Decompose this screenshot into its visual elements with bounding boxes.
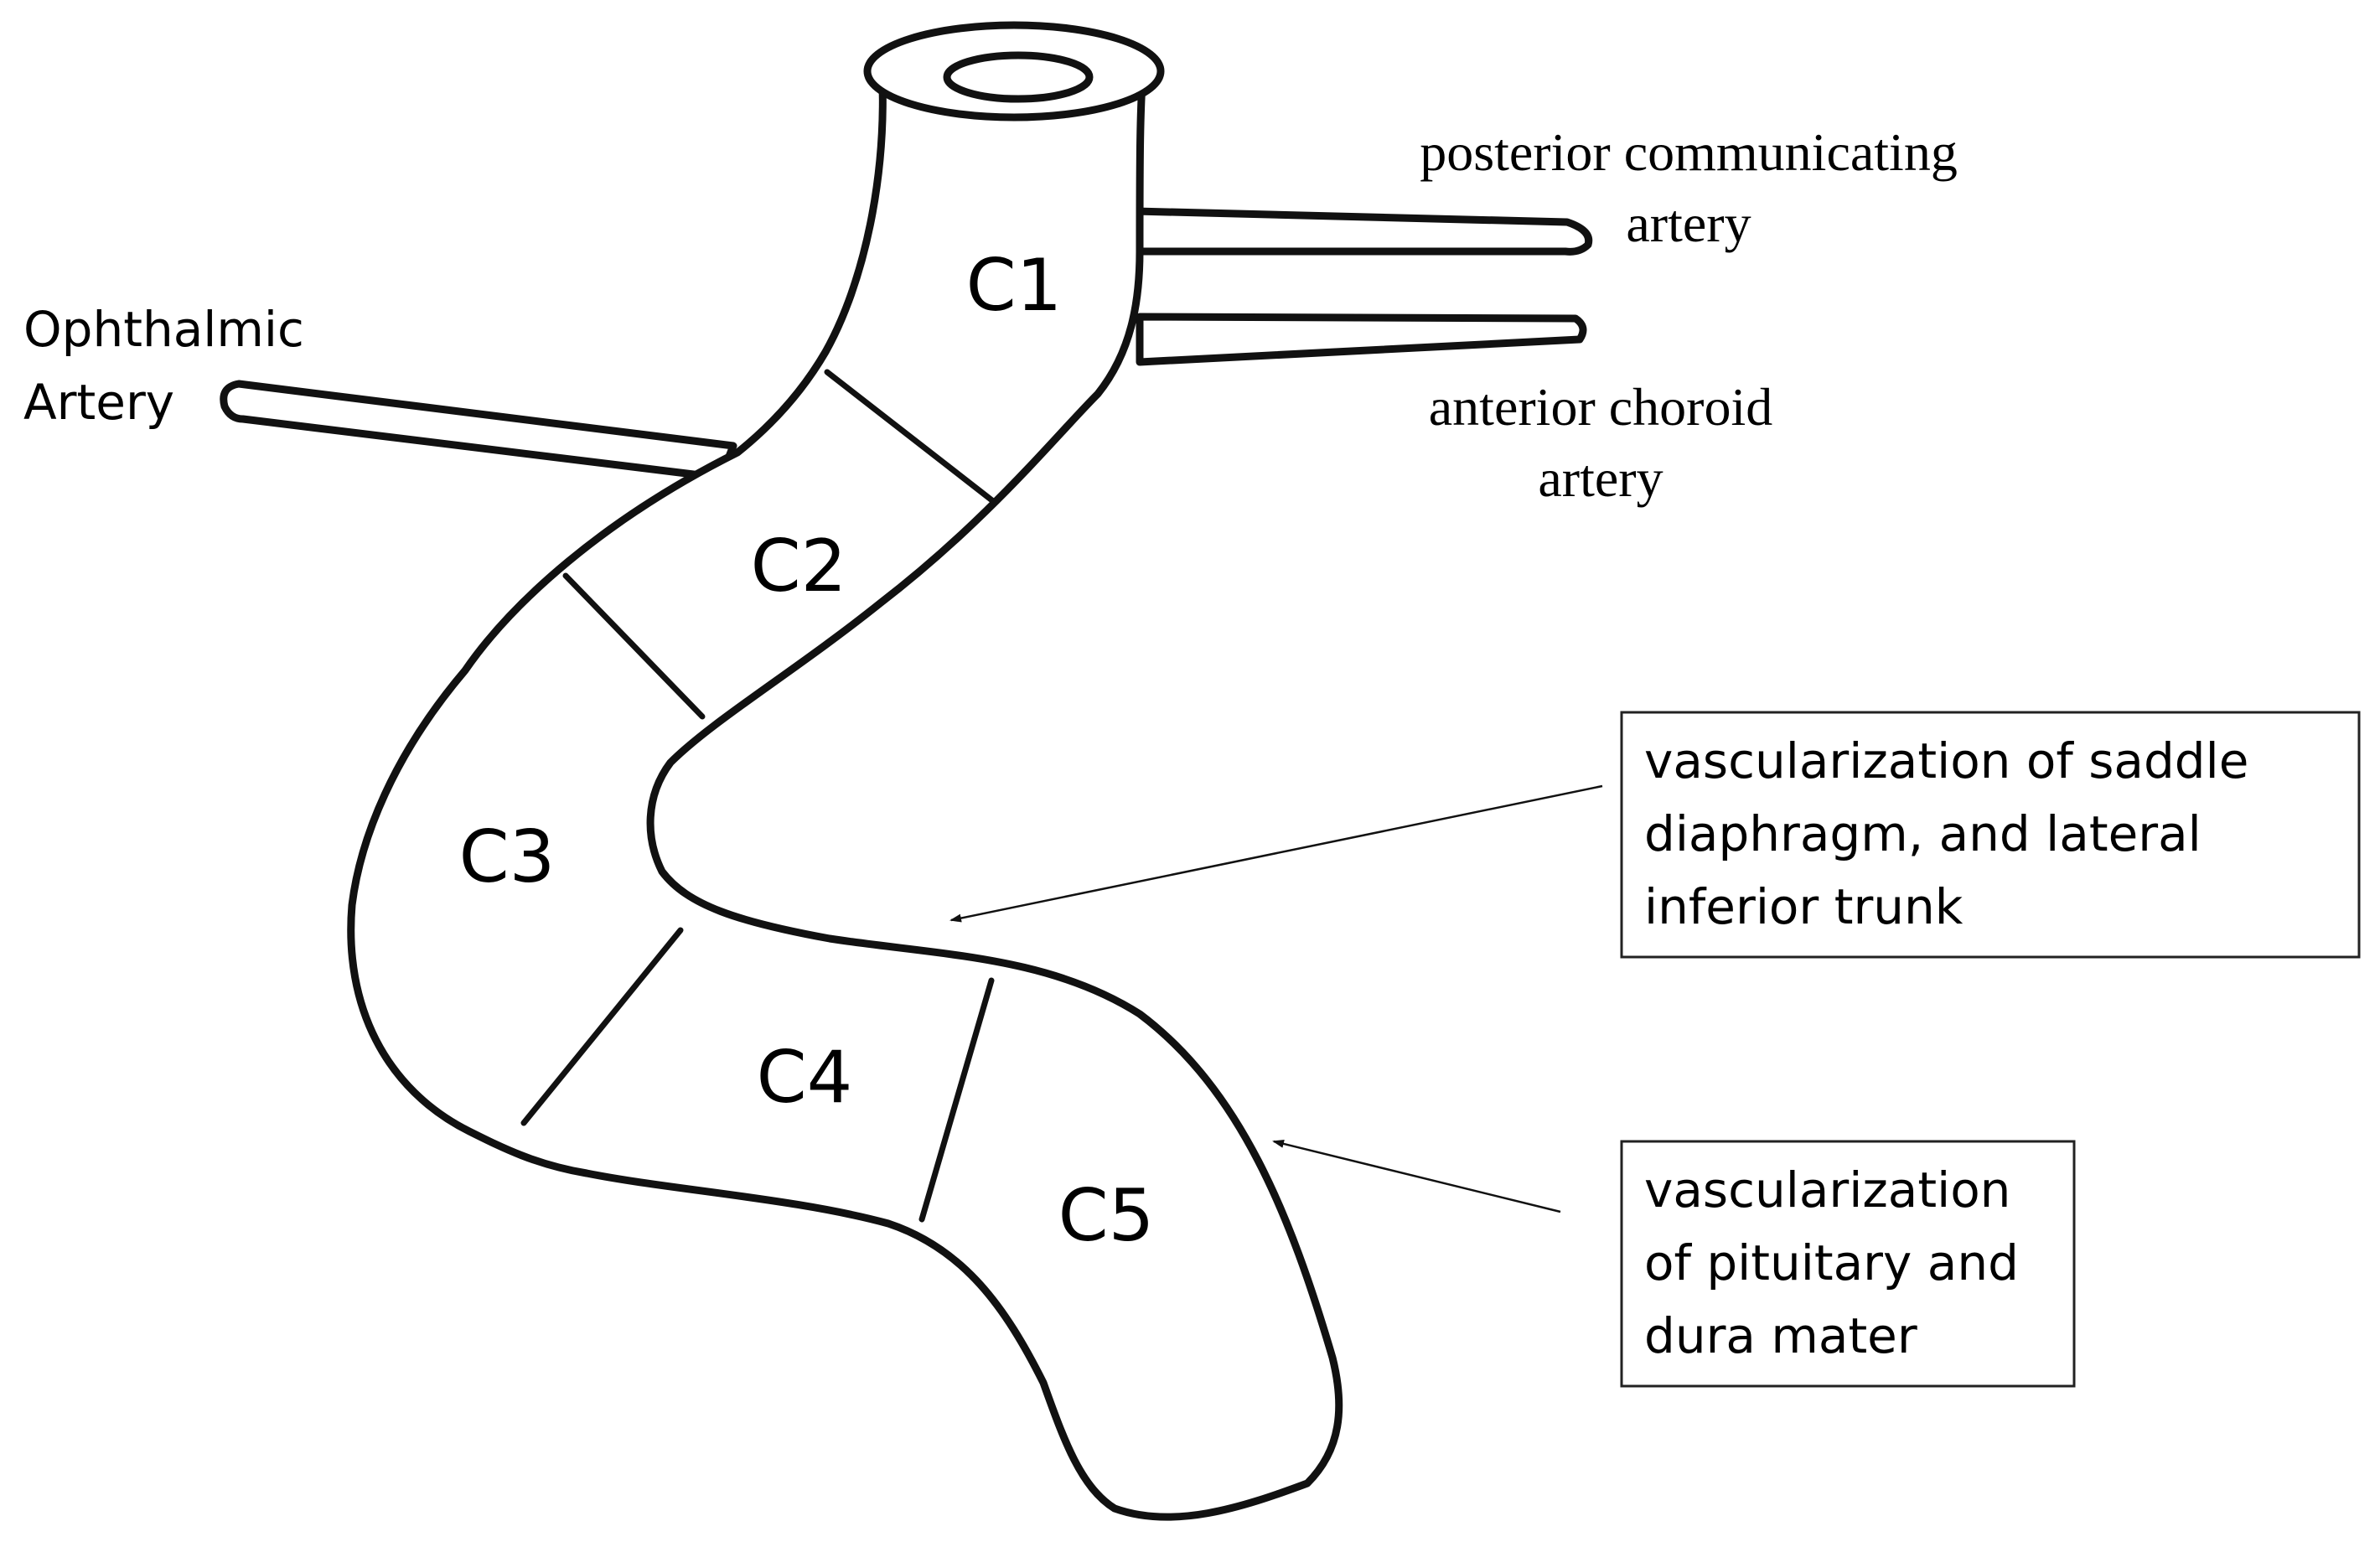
segment-label-c4: C4 [757, 1036, 853, 1120]
anterior-choroid-label-line1: anterior choroid [1429, 377, 1773, 437]
callout-saddle-pointer [949, 784, 1603, 923]
ophthalmic-artery-branch [220, 380, 737, 482]
artery-opening-inner-ring [943, 51, 1094, 103]
callout-saddle-line3: inferior trunk [1644, 878, 1964, 935]
anterior-choroid-artery-branch [1136, 313, 1587, 366]
segment-label-c1: C1 [966, 244, 1063, 328]
callout-pituitary-pointer [1272, 1140, 1561, 1213]
divider-c4-c5 [918, 977, 995, 1223]
segment-label-c3: C3 [459, 815, 556, 899]
callout-pituitary-box [1620, 1140, 2076, 1388]
divider-c2-c3 [562, 572, 706, 720]
ophthalmic-artery-label-line1: Ophthalmic [23, 301, 304, 358]
callout-saddle-line1: vascularization of saddle [1644, 732, 2248, 789]
callout-saddle-box [1620, 711, 2361, 959]
ophthalmic-artery-label-line2: Artery [23, 374, 174, 431]
posterior-communicating-label-line1: posterior communicating [1420, 122, 1958, 182]
posterior-communicating-label-line2: artery [1626, 194, 1751, 253]
callout-saddle-line2: diaphragm, and lateral [1644, 805, 2202, 862]
posterior-communicating-artery-branch [1131, 207, 1593, 256]
anterior-choroid-label-line2: artery [1538, 448, 1663, 508]
divider-c3-c4 [520, 927, 684, 1126]
internal-carotid-artery-body [347, 59, 1343, 1521]
callout-pituitary-line3: dura mater [1644, 1307, 1917, 1364]
segment-label-c2: C2 [751, 525, 847, 608]
segment-label-c5: C5 [1058, 1174, 1155, 1258]
callout-pituitary-line2: of pituitary and [1644, 1234, 2019, 1291]
divider-c1-c2 [824, 369, 996, 504]
callout-pituitary-line1: vascularization [1644, 1162, 2010, 1218]
